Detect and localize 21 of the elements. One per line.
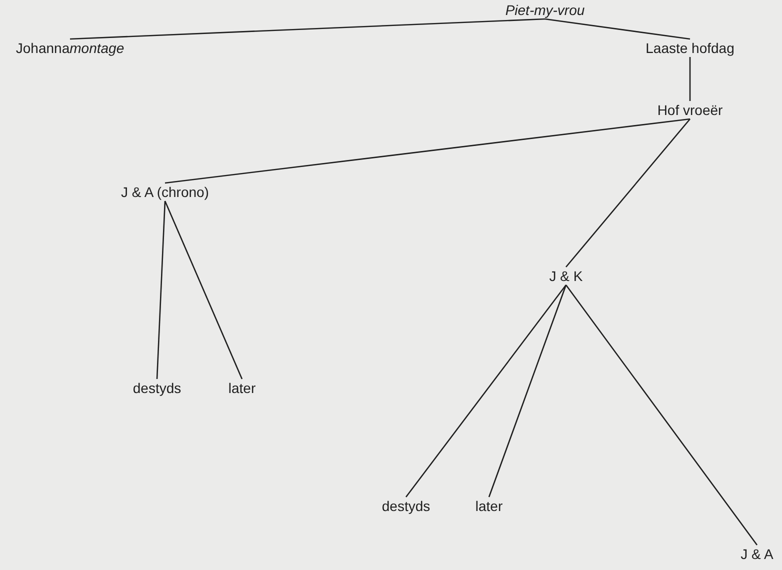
node-label: Laaste hofdag bbox=[644, 39, 736, 57]
tree-line bbox=[156, 200, 166, 380]
tree-line bbox=[689, 57, 691, 101]
node-label: destyds bbox=[380, 497, 432, 515]
node-label: later bbox=[473, 497, 505, 515]
tree-line bbox=[544, 18, 690, 40]
node-label: Piet-my-vrou bbox=[503, 1, 587, 19]
node-label: Hof vroeër bbox=[655, 101, 725, 119]
tree-line bbox=[405, 284, 567, 498]
node-label: J & A (chrono) bbox=[119, 183, 211, 201]
node-label: J & K bbox=[547, 267, 585, 285]
tree-line bbox=[164, 118, 690, 184]
tree-line bbox=[70, 18, 546, 40]
tree-line bbox=[488, 284, 567, 498]
node-label: destyds bbox=[130, 379, 184, 397]
node-label: later bbox=[226, 379, 258, 397]
node-label: Johannamontage bbox=[14, 39, 126, 57]
node-label: J & A bbox=[738, 545, 776, 563]
tree-line bbox=[164, 200, 243, 380]
tree-line bbox=[566, 118, 690, 268]
tree-line bbox=[565, 284, 758, 546]
